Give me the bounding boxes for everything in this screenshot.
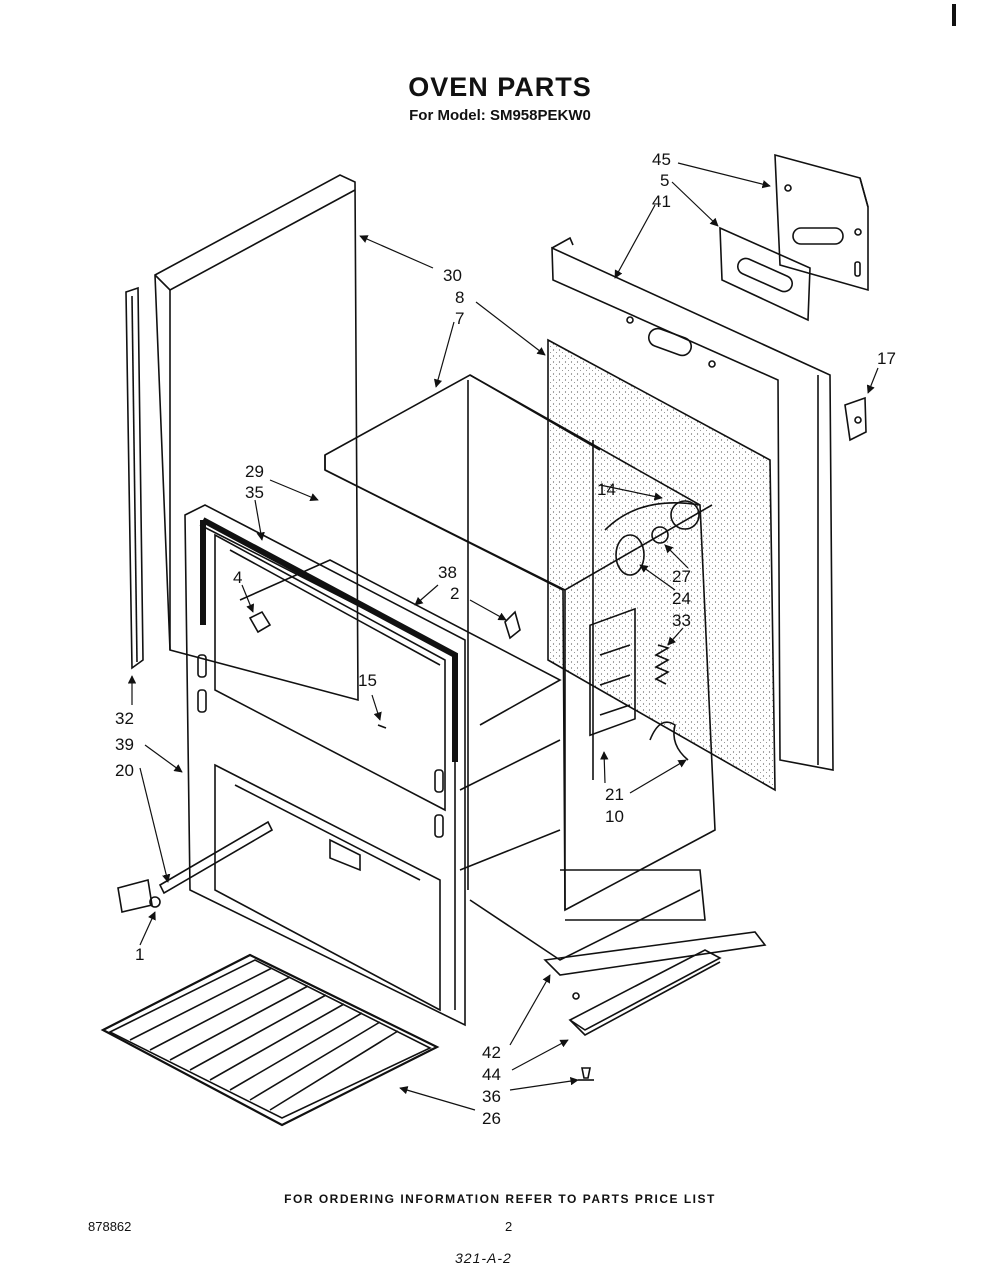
label-8: 8 [455, 288, 464, 307]
wire-part [649, 721, 689, 761]
label-15: 15 [358, 671, 377, 690]
end-bracket-part [774, 153, 869, 292]
screw-part [377, 724, 387, 729]
trim-strip-part [125, 286, 144, 670]
label-7: 7 [455, 309, 464, 328]
label-29: 29 [245, 462, 264, 481]
leveler-part [578, 1067, 594, 1081]
spring-part [654, 644, 670, 685]
plate-part [719, 226, 811, 322]
rack-support-part [117, 820, 274, 913]
label-17: 17 [877, 349, 896, 368]
label-5: 5 [660, 171, 669, 190]
label-35: 35 [245, 483, 264, 502]
label-27: 27 [672, 567, 691, 586]
document-number: 878862 [88, 1219, 132, 1234]
insulation-part [547, 338, 776, 792]
label-32: 32 [115, 709, 134, 728]
label-30: 30 [443, 266, 462, 285]
oven-rack-part [100, 953, 440, 1127]
clip-part [844, 396, 867, 442]
label-33: 33 [672, 611, 691, 630]
label-2: 2 [450, 584, 459, 603]
label-41: 41 [652, 192, 671, 211]
ordering-footer: FOR ORDERING INFORMATION REFER TO PARTS … [284, 1192, 716, 1206]
label-44: 44 [482, 1065, 501, 1084]
label-1: 1 [135, 945, 144, 964]
label-45: 45 [652, 150, 671, 169]
side-panel-part [154, 174, 359, 702]
oven-liner-part [324, 374, 716, 921]
label-24: 24 [672, 589, 691, 608]
model-subtitle: For Model: SM958PEKW0 [409, 107, 591, 124]
page-number: 2 [505, 1219, 513, 1234]
front-frame-part [184, 504, 701, 1027]
label-21: 21 [605, 785, 624, 804]
door-stop-part [248, 610, 272, 634]
label-14: 14 [597, 480, 616, 499]
page-title: OVEN PARTS [408, 72, 592, 102]
label-20: 20 [115, 761, 134, 780]
label-4: 4 [233, 568, 242, 587]
bracket-part [504, 610, 521, 640]
label-36: 36 [482, 1087, 501, 1106]
label-42: 42 [482, 1043, 501, 1062]
label-38: 38 [438, 563, 457, 582]
rear-panel-part [551, 236, 834, 771]
label-26: 26 [482, 1109, 501, 1128]
label-39: 39 [115, 735, 134, 754]
handwritten-note: 321-A-2 [455, 1250, 512, 1266]
oven-light-assembly [604, 500, 701, 576]
label-10: 10 [605, 807, 624, 826]
bottom-channel-part [543, 931, 767, 1036]
door-gasket-part [200, 517, 458, 762]
corner-mark [952, 4, 956, 26]
